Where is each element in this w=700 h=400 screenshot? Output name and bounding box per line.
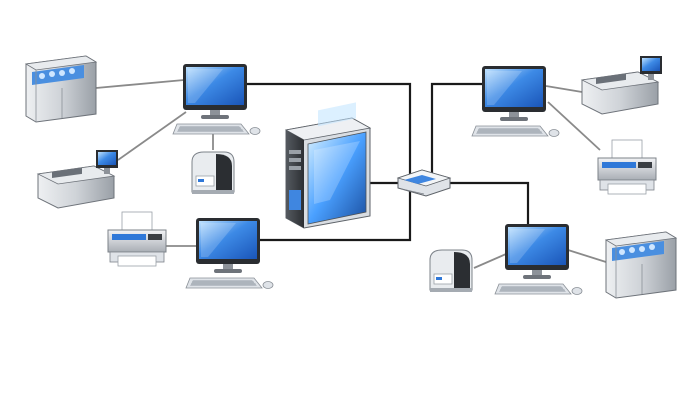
analyzer-icon bbox=[38, 150, 118, 208]
computer-icon[interactable] bbox=[173, 64, 260, 135]
switch-icon bbox=[398, 170, 450, 196]
cable-analyzer-bottom-right bbox=[568, 250, 606, 262]
cable-analyzer-mid-left bbox=[118, 112, 186, 160]
label-printer-icon bbox=[430, 250, 472, 292]
cable-pc-bottom-right-hub bbox=[448, 183, 528, 228]
label-printer-icon bbox=[192, 152, 234, 194]
computer-icon[interactable] bbox=[495, 224, 582, 295]
computer-icon[interactable] bbox=[186, 218, 273, 289]
cable-label-printer-right bbox=[474, 254, 506, 268]
cable-analyzer-top-right bbox=[546, 86, 582, 92]
analyzer-icon bbox=[582, 56, 662, 114]
cable-analyzer-top-left bbox=[96, 80, 184, 88]
server-icon bbox=[286, 102, 370, 228]
analyzer-icon bbox=[26, 56, 96, 122]
printer-icon bbox=[108, 212, 166, 266]
analyzer-icon bbox=[606, 232, 676, 298]
computer-icon[interactable] bbox=[472, 66, 559, 137]
printer-icon bbox=[598, 140, 656, 194]
